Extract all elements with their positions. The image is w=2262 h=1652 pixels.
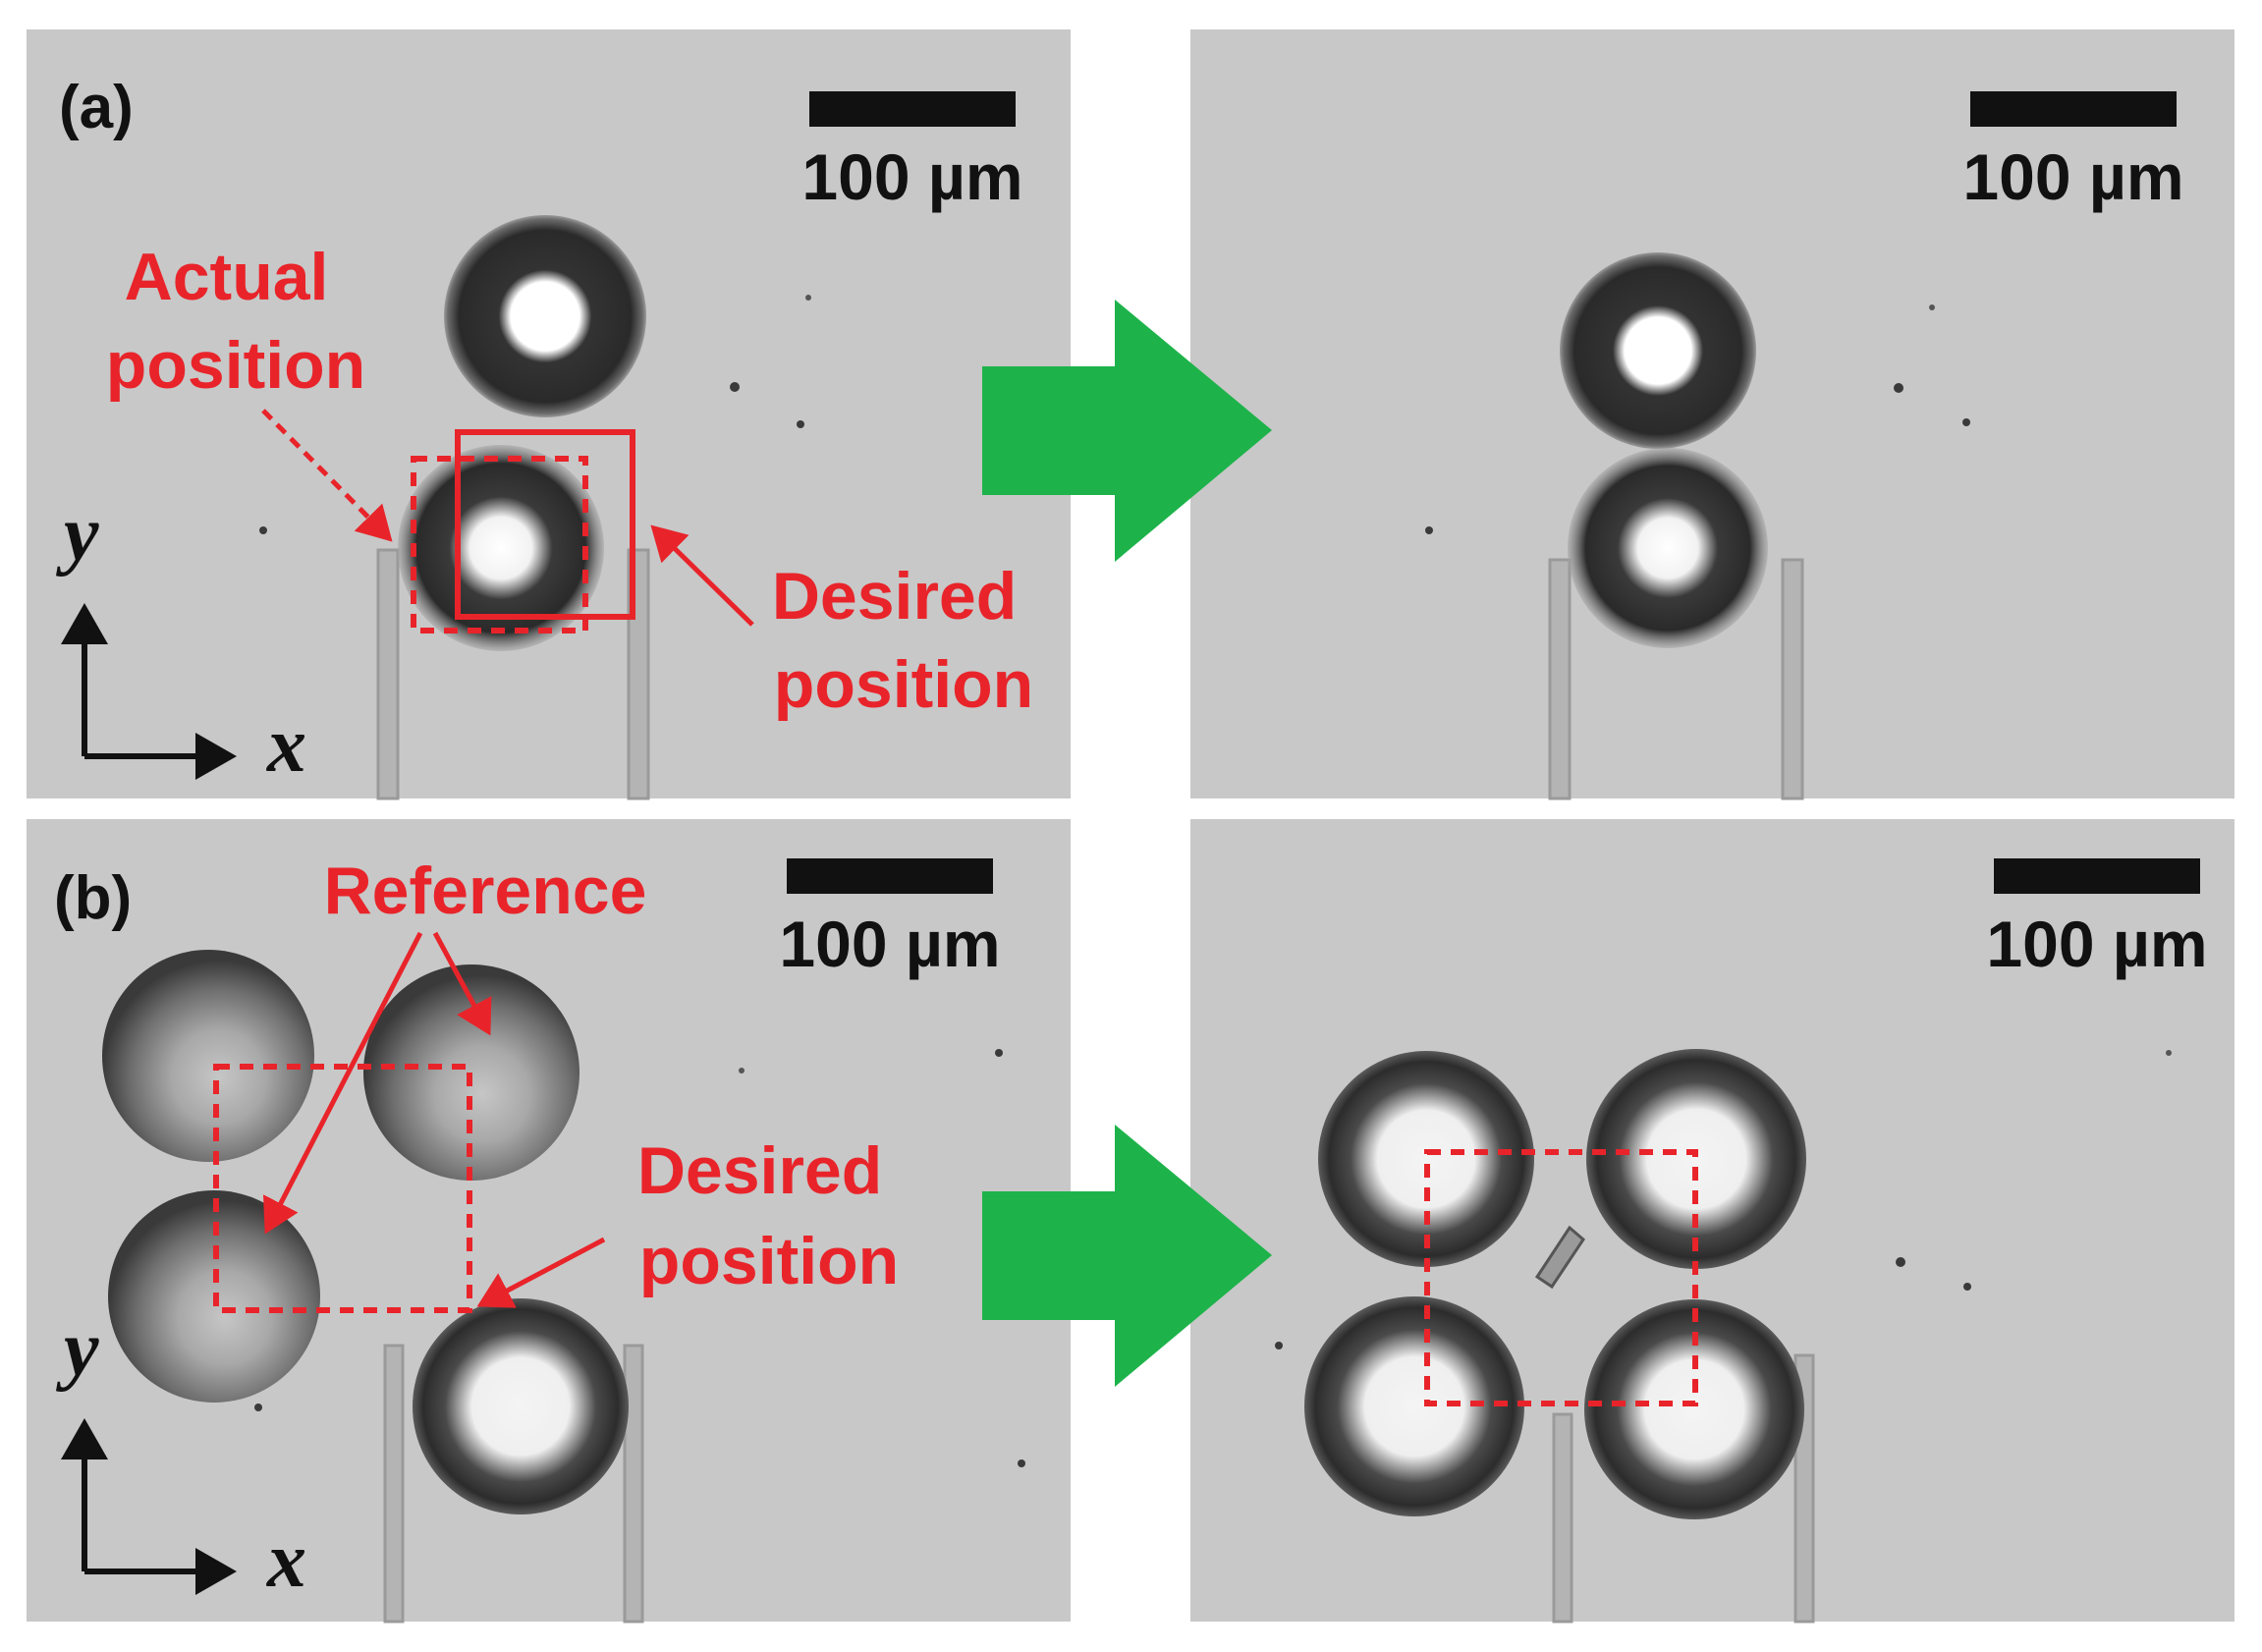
droplet — [1318, 1051, 1534, 1267]
x-axis-label: x — [266, 1517, 306, 1604]
transition-arrow — [982, 300, 1272, 562]
droplet — [1568, 448, 1768, 648]
reference-label: Reference — [324, 854, 647, 928]
droplet — [413, 1298, 629, 1514]
droplet — [398, 445, 604, 651]
reference-droplet — [102, 950, 314, 1162]
droplet — [444, 215, 646, 417]
scale-bar-label: 100 µm — [1986, 908, 2207, 980]
panel-a-right-image — [1190, 29, 2234, 800]
target-square — [213, 1064, 472, 1313]
actual-position-label: Actual position — [106, 240, 365, 403]
scale-bar: 100 µm — [1962, 91, 2184, 213]
reference-arrow — [262, 931, 423, 1235]
panel-b-right-image — [1190, 819, 2234, 1624]
scale-bar: 100 µm — [779, 858, 1001, 980]
droplet — [1586, 1049, 1806, 1269]
micropipette — [376, 548, 400, 800]
micropipette — [1552, 1412, 1573, 1624]
panel-label-a: (a) — [59, 74, 134, 141]
desired-position-label: Desired position — [637, 1133, 901, 1298]
debris-fragment — [1534, 1225, 1585, 1290]
x-axis-label: x — [266, 702, 306, 789]
actual-position-box — [411, 456, 588, 633]
scale-bar-label: 100 µm — [1962, 140, 2183, 213]
scale-bar-label: 100 µm — [779, 908, 1000, 980]
reference-arrow — [432, 931, 492, 1036]
desired-position-label: Desired position — [772, 559, 1035, 722]
micropipette — [623, 1344, 644, 1624]
desired-position-box — [455, 429, 635, 620]
scale-bar: 100 µm — [1986, 858, 2208, 980]
panel-a-left-image — [27, 29, 1071, 800]
scale-bar-label: 100 µm — [801, 140, 1022, 213]
droplet — [1584, 1299, 1804, 1519]
droplet — [1560, 252, 1756, 449]
desired-position-arrow — [650, 524, 754, 627]
panel-label-b: (b) — [54, 864, 132, 932]
micropipette — [1548, 558, 1572, 800]
droplet — [1304, 1296, 1524, 1516]
scale-bar: 100 µm — [801, 91, 1023, 213]
micropipette — [1781, 558, 1804, 800]
micropipette — [383, 1344, 405, 1624]
transition-arrow — [982, 1125, 1272, 1387]
panel-b-left-image — [27, 819, 1071, 1624]
actual-position-arrow — [261, 409, 393, 542]
desired-position-arrow — [476, 1237, 606, 1308]
